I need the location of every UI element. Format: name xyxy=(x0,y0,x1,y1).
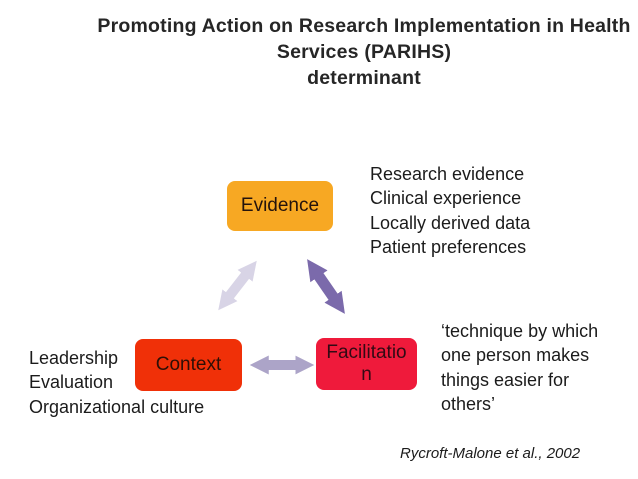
title-line-1: Promoting Action on Research Implementat… xyxy=(97,15,631,37)
evidence-box: Evidence xyxy=(227,181,333,231)
evidence-context-arrow xyxy=(218,260,257,311)
context-note: Leadership Evaluation Organizational cul… xyxy=(29,346,204,419)
note-line: Organizational culture xyxy=(29,396,205,417)
note-line: things easier for xyxy=(441,369,570,390)
title-line-2: Services (PARIHS) xyxy=(276,41,452,63)
facilitation-box-label-line-1: Facilitatio xyxy=(326,342,407,363)
title-line-3: determinant xyxy=(307,67,421,89)
evidence-facilitation-arrow xyxy=(307,259,345,314)
context-box: Context xyxy=(135,339,242,391)
context-box-label: Context xyxy=(155,354,222,375)
note-line: others’ xyxy=(441,393,496,414)
note-line: Research evidence xyxy=(370,164,525,184)
note-line: Clinical experience xyxy=(370,188,522,209)
note-line: Patient preferences xyxy=(370,236,527,257)
citation: Rycroft-Malone et al., 2002 xyxy=(400,445,581,462)
note-line: one person makes xyxy=(441,345,590,366)
note-line: Leadership xyxy=(29,348,119,368)
slide-title: Promoting Action on Research Implementat… xyxy=(90,13,638,91)
facilitation-quote-note: ‘technique by which one person makes thi… xyxy=(441,319,598,416)
facilitation-box: Facilitatio n xyxy=(316,338,417,390)
evidence-box-label: Evidence xyxy=(240,195,320,216)
note-line: Locally derived data xyxy=(370,212,531,233)
note-line: Evaluation xyxy=(29,372,114,393)
evidence-note: Research evidence Clinical experience Lo… xyxy=(370,162,530,259)
note-line: ‘technique by which xyxy=(441,321,599,341)
facilitation-box-label-line-2: n xyxy=(361,364,372,385)
